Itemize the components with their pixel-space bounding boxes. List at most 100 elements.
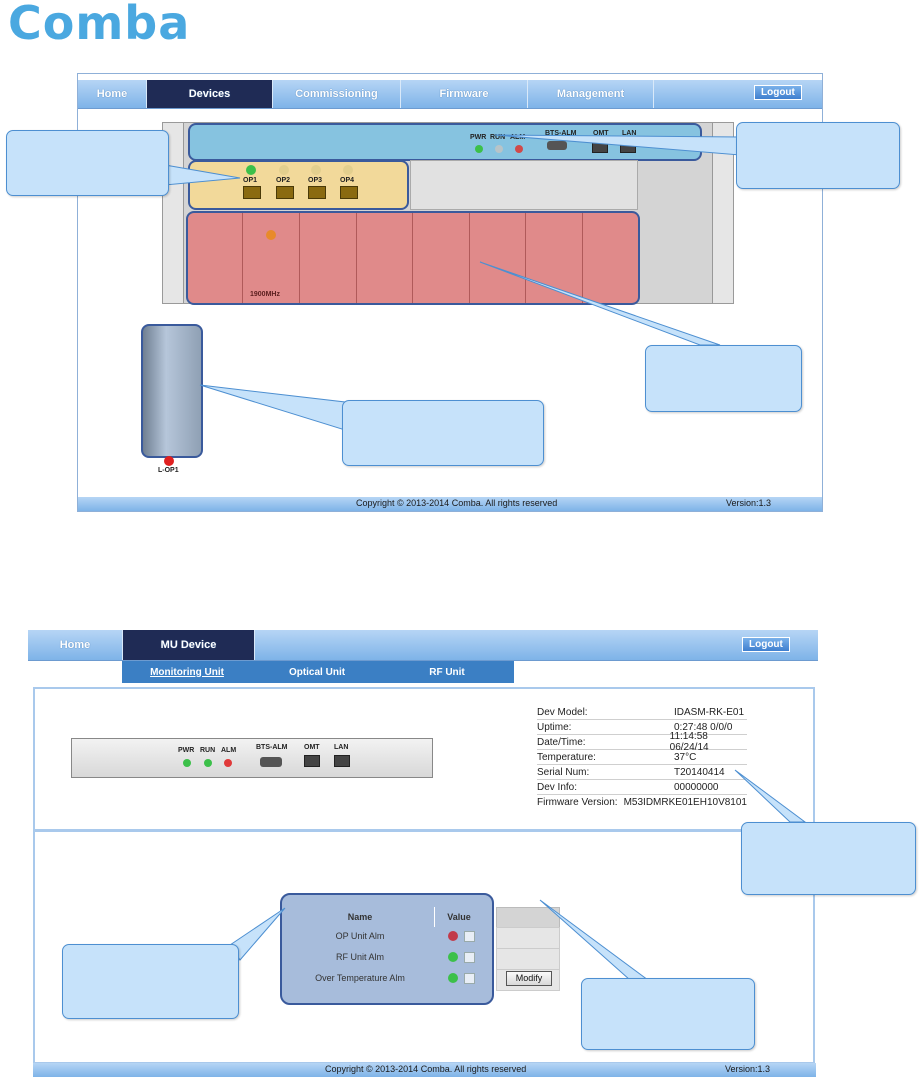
name-header: Name [286, 907, 435, 927]
alarm-table: Name Value OP Unit Alm RF Unit Alm Over … [280, 893, 560, 1005]
info-key: Temperature: [537, 751, 596, 763]
alarm-table-highlight [280, 893, 494, 1005]
pwr-led [475, 145, 483, 153]
op4-port [340, 186, 358, 199]
lan-label: LAN [334, 744, 349, 751]
callout-pointer-remote [199, 384, 346, 431]
footer: Copyright © 2013-2014 Comba. All rights … [33, 1063, 816, 1077]
info-value: T20140414 [674, 766, 725, 778]
pwr-label: PWR [178, 747, 195, 754]
mu-front-panel: PWR RUN ALM BTS-ALM OMT LAN [71, 738, 433, 778]
callout-pointer-action [539, 899, 650, 981]
over-temperature-alarm-checkbox[interactable] [464, 973, 475, 984]
run-label: RUN [200, 747, 216, 754]
tab-devices[interactable]: Devices [147, 80, 273, 108]
op1-port [243, 186, 261, 199]
over-temperature-alarm-led [448, 973, 458, 983]
subtab-optical-unit[interactable]: Optical Unit [288, 666, 346, 678]
info-value: M53IDMRKE01EH10V8101 [623, 796, 747, 808]
comba-logo: Comba [8, 0, 191, 50]
callout-remote-unit [342, 400, 544, 466]
op3-port [308, 186, 326, 199]
rf-slot-divider [525, 213, 526, 303]
bts-alm-label: BTS-ALM [256, 744, 288, 751]
callout-pointers-1 [164, 134, 741, 431]
bts-alm-port [547, 141, 567, 150]
modify-button[interactable]: Modify [506, 971, 552, 986]
remote-alarm-led [164, 456, 174, 466]
alarm-name: RF Unit Alm [335, 952, 384, 962]
info-key: Dev Model: [537, 706, 588, 718]
rf-slot-divider [469, 213, 470, 303]
info-value: 37°C [674, 751, 697, 763]
callout-alarm-table [62, 944, 239, 1019]
op3-label: OP3 [308, 177, 323, 184]
info-row: Dev Info: 00000000 [537, 780, 747, 795]
info-row: Uptime:0:27:48 0/0/0 [537, 720, 747, 735]
op1-led [246, 165, 256, 175]
tab-commissioning[interactable]: Commissioning [273, 80, 401, 108]
callout-modify-column [581, 978, 755, 1050]
empty-slot [410, 160, 638, 210]
rf-unit-alarm-checkbox[interactable] [464, 952, 475, 963]
rf-slot-divider [242, 213, 243, 303]
callout-pointers-2 [229, 769, 807, 981]
run-label: RUN [490, 134, 506, 141]
tab-home[interactable]: Home [78, 80, 147, 108]
op-unit-alarm-checkbox[interactable] [464, 931, 475, 942]
callout-optical-unit [6, 130, 169, 196]
info-key: Dev Info: [537, 781, 578, 793]
subtab-rf-unit[interactable]: RF Unit [429, 666, 465, 678]
op4-led [343, 165, 353, 175]
logout-button[interactable]: Logout [742, 637, 790, 652]
op3-led [311, 165, 321, 175]
info-row: Date/Time:11:14:58 06/24/14 [537, 731, 747, 753]
pwr-label: PWR [470, 134, 487, 141]
info-row: Firmware Version:M53IDMRKE01EH10V8101 [537, 795, 747, 809]
op4-label: OP4 [340, 177, 355, 184]
subtab-monitoring-unit[interactable]: Monitoring Unit [150, 666, 224, 678]
copyright-text: Copyright © 2013-2014 Comba. All rights … [325, 1064, 527, 1074]
callout-pointer-monitoring [494, 134, 741, 156]
pwr-led [183, 759, 191, 767]
logout-button[interactable]: Logout [754, 85, 802, 100]
version-text: Version:1.3 [725, 1064, 771, 1074]
rf-slot-divider [412, 213, 413, 303]
version-text: Version:1.3 [726, 498, 772, 508]
op-unit-alarm-led [448, 931, 458, 941]
run-led [204, 759, 212, 767]
run-led [495, 145, 503, 153]
callout-pointer-optical [164, 164, 241, 186]
op1-label: OP1 [243, 177, 258, 184]
op2-led [279, 165, 289, 175]
device-info-list: Dev Model:IDASM-RK-E01 Uptime:0:27:48 0/… [537, 705, 747, 809]
rf-status-led [266, 230, 276, 240]
copyright-text: Copyright © 2013-2014 Comba. All rights … [356, 498, 558, 508]
info-value: 00000000 [674, 781, 719, 793]
info-row: Temperature: 37°C [537, 750, 747, 765]
alarm-name: Over Temperature Alm [315, 973, 405, 983]
tab-home[interactable]: Home [28, 630, 123, 660]
rf-unit-module[interactable]: 1900MHz [186, 211, 640, 305]
tab-mu-device[interactable]: MU Device [123, 630, 255, 660]
tab-firmware[interactable]: Firmware [401, 80, 528, 108]
mu-nav: Home MU Device Logout [28, 630, 818, 661]
optical-unit-module[interactable]: OP1 OP2 OP3 OP4 [188, 160, 409, 210]
info-row: Dev Model:IDASM-RK-E01 [537, 705, 747, 720]
rack-ear-right [712, 123, 733, 303]
omt-label: OMT [304, 744, 320, 751]
info-value: 11:14:58 06/24/14 [669, 731, 709, 753]
rf-band-label: 1900MHz [250, 291, 280, 298]
omt-port [304, 755, 320, 767]
callout-monitoring-unit [736, 122, 900, 189]
alm-led [224, 759, 232, 767]
alm-label: ALM [510, 134, 526, 141]
callout-pointer-rf [479, 261, 721, 346]
tab-management[interactable]: Management [528, 80, 654, 108]
bts-alm-port [260, 757, 282, 767]
value-header: Value [447, 912, 471, 922]
info-key: Serial Num: [537, 766, 590, 778]
main-nav: Home Devices Commissioning Firmware Mana… [78, 80, 822, 109]
remote-label: L-OP1 [158, 467, 179, 474]
bts-alm-label: BTS-ALM [545, 130, 577, 137]
